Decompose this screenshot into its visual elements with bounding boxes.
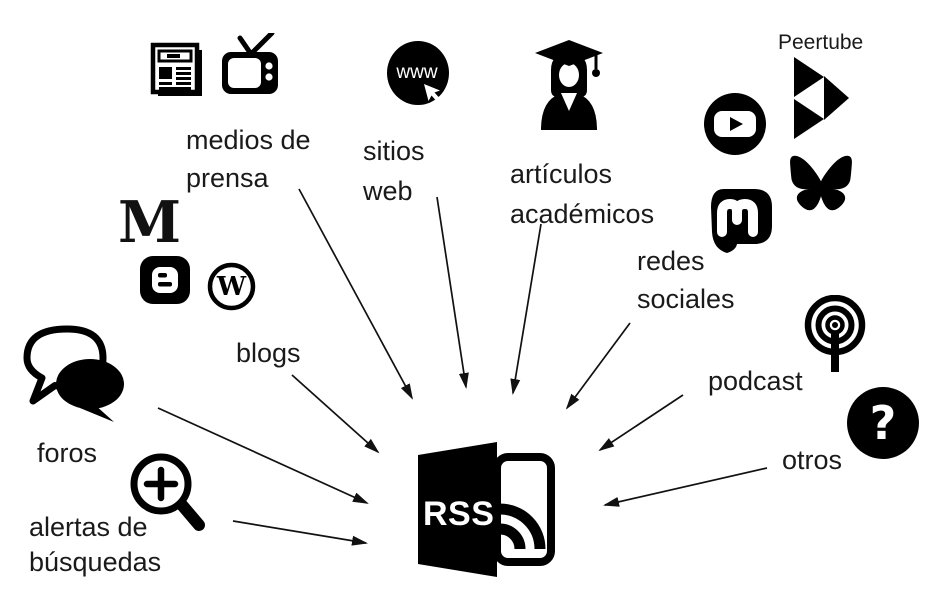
label-sitios-web: sitios web (363, 136, 425, 206)
label-peertube: Peertube (778, 31, 864, 54)
youtube-icon (704, 93, 766, 155)
label-otros: otros (782, 445, 843, 475)
arrow (298, 188, 413, 400)
arrow (565, 322, 631, 410)
tv-icon (222, 33, 278, 94)
mastodon-icon (711, 189, 772, 253)
search-plus-icon (130, 453, 205, 531)
label-blogs: blogs (236, 338, 301, 368)
label-articulos-academicos: artículos académicos (510, 159, 655, 229)
graduate-icon (535, 40, 603, 130)
rss-feed-icon: RSS (418, 442, 555, 577)
podcast-antenna-icon (804, 295, 866, 372)
label-medios-de-prensa: medios de prensa (186, 125, 311, 193)
question-mark-icon: ? (847, 387, 919, 459)
wordpress-icon: W (207, 262, 256, 311)
arrow (436, 196, 469, 389)
arrow (603, 467, 768, 507)
bluesky-butterfly-icon (790, 155, 852, 211)
label-alertas-de-busquedas: alertas de búsquedas (29, 512, 162, 577)
speech-bubbles-icon (23, 325, 124, 422)
www-text: www (395, 62, 437, 83)
blogger-icon (140, 256, 190, 304)
arrow (291, 374, 380, 454)
arrow (510, 223, 542, 395)
newspaper-icon (150, 42, 202, 96)
cursor-arrow-icon (424, 84, 440, 101)
medium-icon: M (118, 189, 182, 256)
arrow (232, 520, 368, 546)
www-globe-icon: www (387, 41, 449, 105)
label-foros: foros (37, 438, 98, 468)
question-glyph: ? (870, 396, 897, 450)
wordpress-w-text: W (216, 272, 247, 302)
arrow (598, 394, 684, 452)
label-podcast: podcast (708, 366, 803, 396)
peertube-icon (794, 57, 849, 139)
label-redes-sociales: redes sociales (637, 246, 735, 314)
rss-text: RSS (423, 495, 494, 533)
